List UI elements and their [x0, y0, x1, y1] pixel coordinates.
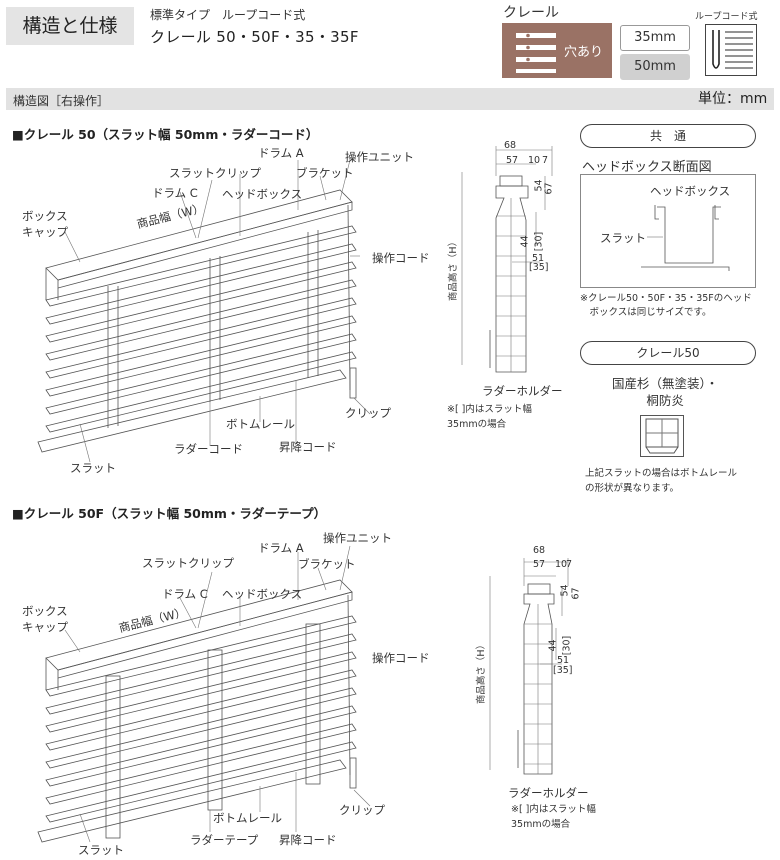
- hole-label: 穴あり: [564, 45, 604, 60]
- headbox-section-panel: [580, 174, 756, 288]
- loop-cord-icon: [705, 24, 757, 76]
- s2-label-drum-c: ドラム C: [162, 587, 208, 601]
- s1-label-bottom-rail: ボトムレール: [226, 417, 295, 431]
- s2-label-ladder-tape: ラダーテープ: [190, 833, 259, 847]
- kurere50-note: 上記スラットの場合はボトムレール の形状が異なります。: [585, 468, 738, 494]
- size-option-50[interactable]: 50mm: [620, 54, 690, 80]
- s1-label-slat-clip: スラットクリップ: [169, 166, 261, 180]
- kurere50-pill: クレール50: [580, 341, 756, 365]
- s1-dim-51: 51: [532, 253, 545, 264]
- s1-label-box-cap: ボックス キャップ: [22, 209, 68, 239]
- s1-label-slat: スラット: [70, 461, 116, 475]
- s2-dim-30: [30]: [561, 635, 573, 656]
- s2-label-box-cap: ボックス キャップ: [22, 604, 68, 634]
- section1-heading: ■クレール 50（スラット幅 50mm・ラダーコード）: [12, 127, 319, 142]
- s1-ladder-holder: ラダーホルダー: [482, 384, 563, 398]
- s2-dim-10: 10: [555, 559, 568, 570]
- s2-dim-height: 商品高さ（H）: [476, 639, 488, 705]
- s2-label-drum-a: ドラム A: [258, 541, 304, 555]
- s2-label-slat-clip: スラットクリップ: [142, 556, 234, 570]
- s1-dim-68: 68: [504, 140, 517, 151]
- common-note: ※クレール50・50F・35・35Fのヘッド ボックスは同じサイズです。: [580, 293, 752, 318]
- hole-swatch: 穴あり: [502, 23, 612, 78]
- section2-heading: ■クレール 50F（スラット幅 50mm・ラダーテープ）: [12, 506, 327, 521]
- s2-label-lift-cord: 昇降コード: [279, 833, 337, 847]
- common-head-box: ヘッドボックス: [650, 184, 731, 198]
- headbox-section-drawing: [641, 205, 730, 271]
- s2-label-bracket: ブラケット: [298, 557, 356, 571]
- s1-label-drum-c: ドラム C: [152, 186, 198, 200]
- s1-label-lift-cord: 昇降コード: [279, 440, 337, 454]
- s2-dim-51: 51: [557, 655, 570, 666]
- s2-note: ※[ ]内はスラット幅 35mmの場合: [511, 804, 596, 830]
- s2-dim-35: [35]: [553, 665, 573, 676]
- s1-dim-35: [35]: [529, 262, 549, 273]
- s1-dim-10: 10: [528, 155, 541, 166]
- s1-note: ※[ ]内はスラット幅 35mmの場合: [447, 404, 532, 430]
- loop-cord-label: ループコード式: [695, 12, 758, 22]
- kurere50-material: 国産杉（無塗装）・ 桐防炎: [612, 376, 719, 408]
- s1-label-operation-unit: 操作ユニット: [345, 150, 414, 164]
- common-title: ヘッドボックス断面図: [582, 160, 712, 175]
- s2-label-operation-cord: 操作コード: [372, 651, 430, 665]
- s2-label-slat: スラット: [78, 843, 124, 857]
- common-slat: スラット: [600, 231, 646, 245]
- slat-section-icon: [640, 415, 684, 457]
- s2-label-bottom-rail: ボトムレール: [213, 811, 282, 825]
- s1-label-operation-cord: 操作コード: [372, 251, 430, 265]
- s2-label-head-box: ヘッドボックス: [222, 587, 303, 601]
- s1-dim-7: 7: [542, 155, 549, 166]
- series-line: クレール 50・50F・35・35F: [150, 28, 359, 46]
- s1-label-bracket: ブラケット: [296, 166, 354, 180]
- band-title: 構造図［右操作］: [13, 94, 110, 108]
- section-band: [6, 88, 774, 110]
- s2-ladder-holder: ラダーホルダー: [508, 786, 589, 800]
- s1-label-ladder-cord: ラダーコード: [174, 442, 243, 456]
- slat-hole-icon: [516, 33, 556, 73]
- s2-dim-68: 68: [533, 545, 546, 556]
- type-line: 標準タイプ ループコード式: [150, 8, 306, 22]
- brand-name: クレール: [503, 5, 559, 21]
- s2-label-operation-unit: 操作ユニット: [323, 531, 392, 545]
- s2-dim-54: 54: [559, 584, 571, 597]
- s1-label-head-box: ヘッドボックス: [222, 187, 303, 201]
- s2-dim-7: 7: [566, 559, 573, 570]
- s2-dim-44: 44: [547, 639, 559, 652]
- size-option-35[interactable]: 35mm: [620, 25, 690, 51]
- s1-label-clip: クリップ: [345, 406, 391, 420]
- s1-label-drum-a: ドラム A: [258, 146, 304, 160]
- s2-dim-67: 67: [570, 587, 582, 600]
- unit-label: 単位：mm: [698, 91, 768, 107]
- common-pill: 共 通: [580, 124, 756, 148]
- s2-label-clip: クリップ: [339, 803, 385, 817]
- s1-dim-57: 57: [506, 155, 519, 166]
- page-title: 構造と仕様: [6, 7, 134, 45]
- s2-dim-57: 57: [533, 559, 546, 570]
